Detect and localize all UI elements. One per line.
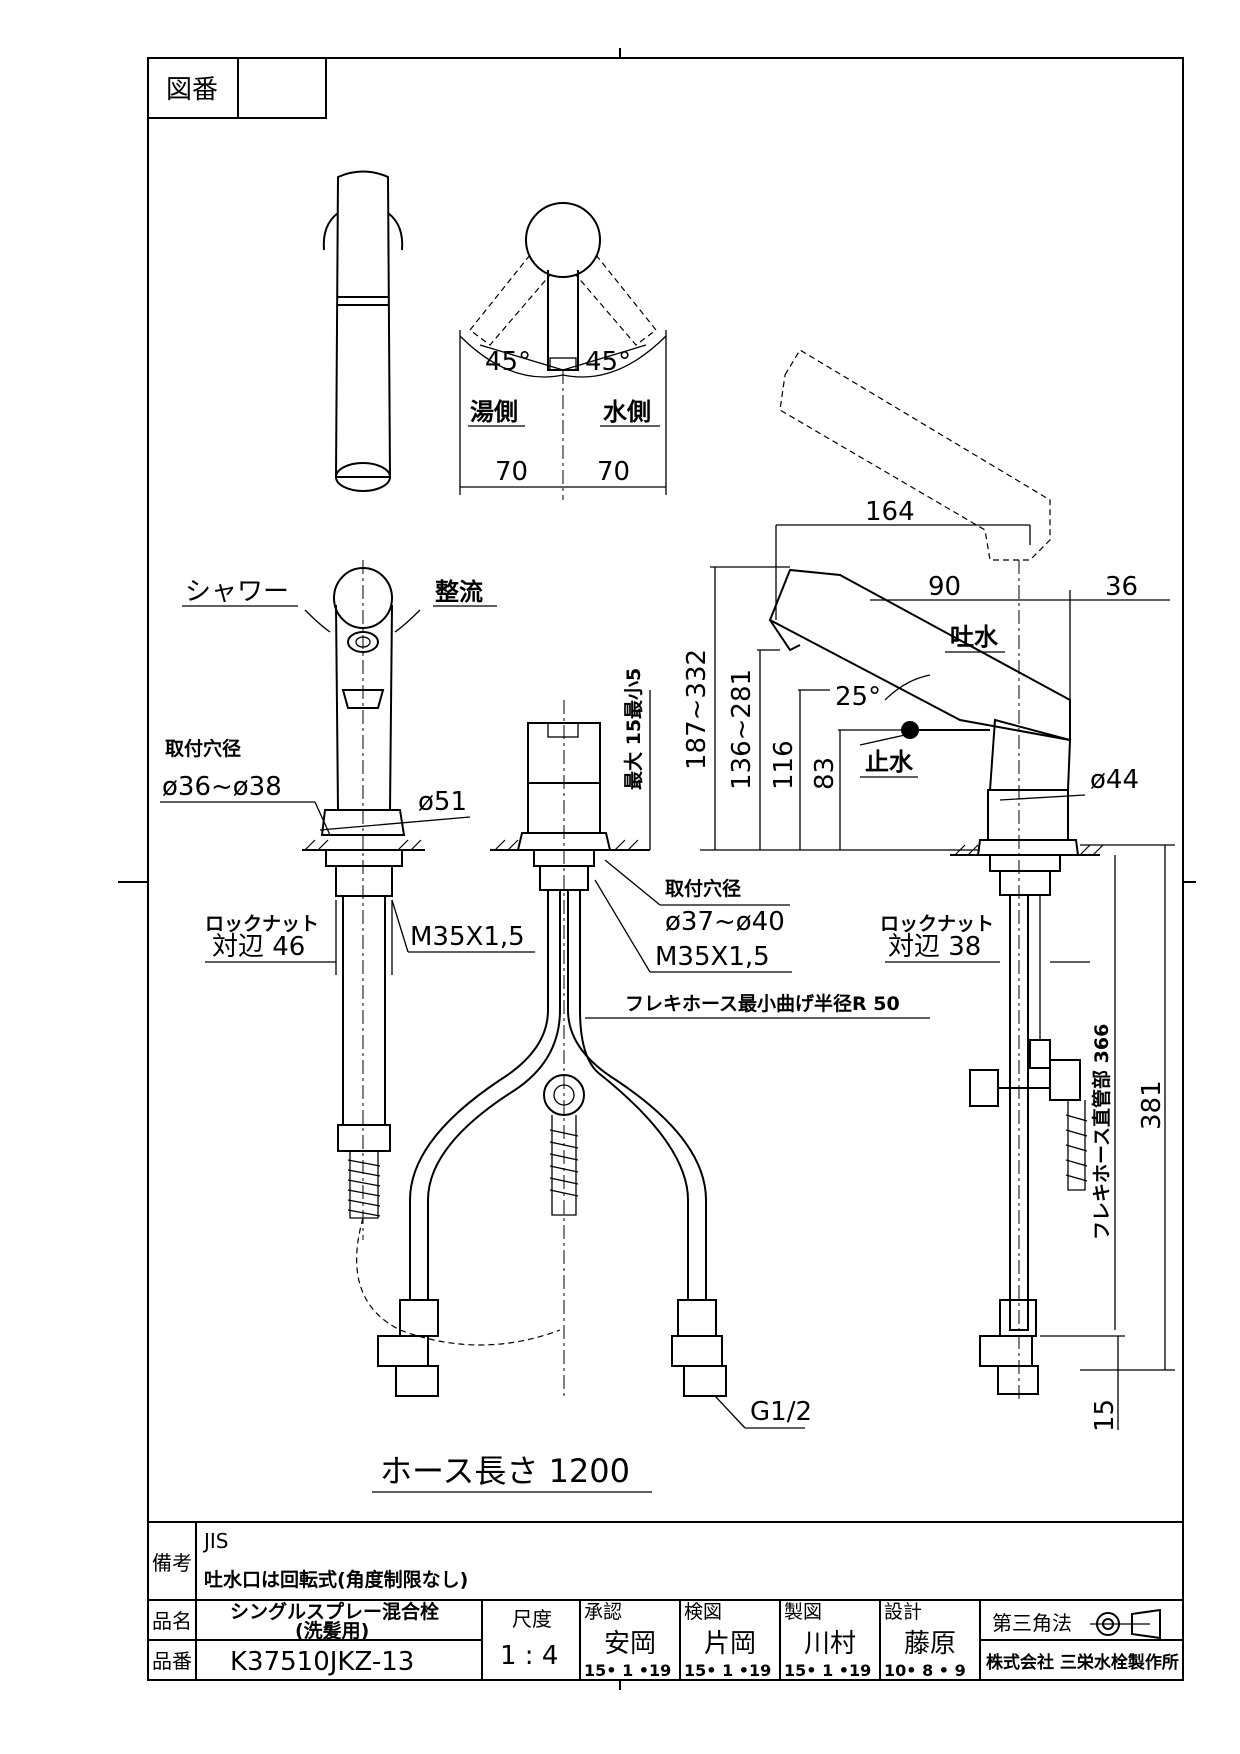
dim-164: 164 [865,497,915,527]
dim-187-332: 187~332 [682,649,712,770]
design-label: 設計 [884,1601,922,1623]
mount-hole-label: 取付穴径 [165,737,241,760]
zuban-label: 図番 [166,75,218,105]
side-view: 164 90 36 187~332 136~281 116 83 吐水 25° … [682,349,1175,1432]
approve-label: 承認 [584,1601,622,1623]
dim-36: 36 [1105,572,1138,602]
approve-date: 15• 1 •19 [584,1661,671,1680]
scale-label: 尺度 [512,1607,552,1631]
dim-83: 83 [810,757,840,790]
dim-90: 90 [928,572,961,602]
dim-left-70: 70 [495,457,528,487]
thread-center: M35X1,5 [655,942,770,972]
outlet-label: 吐水 [950,623,999,651]
handle-rotation-view: 45° 45° 湯側 水側 70 70 [459,202,667,500]
product-name-label: 品名 [152,1609,192,1633]
design-date: 10• 8 • 9 [884,1661,966,1680]
dim-15: 15 [1090,1399,1120,1432]
projection-label: 第三角法 [992,1611,1072,1635]
check-name: 片岡 [704,1629,756,1659]
dim-116: 116 [769,740,799,790]
notes-block: 備考 JIS 吐水口は回転式(角度制限なし) [148,1521,1183,1680]
dia-44: ø44 [1090,765,1139,795]
body-diameter: ø51 [418,787,467,817]
hot-side-label: 湯側 [470,398,518,426]
mount-hole-range-center: ø37~ø40 [665,907,785,937]
shower-label: シャワー [185,577,289,607]
drawn-name: 川村 [804,1629,856,1659]
design-name: 藤原 [904,1629,956,1659]
angle-right: 45° [585,347,631,377]
mount-hole-label-center: 取付穴径 [665,877,741,900]
dim-right-70: 70 [597,457,630,487]
product-name-line1: シングルスプレー混合栓 [230,1600,439,1623]
dim-136-281: 136~281 [727,669,757,790]
locknut-label-side: ロックナット [880,913,994,935]
notes-line1: JIS [202,1529,229,1553]
angle-25: 25° [835,682,881,712]
notes-label: 備考 [152,1551,192,1575]
flex-straight-length: フレキホース直管部 366 [1090,1024,1113,1240]
notes-line2: 吐水口は回転式(角度制限なし) [204,1568,468,1591]
angle-left: 45° [485,347,531,377]
check-date: 15• 1 •19 [684,1661,771,1680]
locknut-size-side: 対辺 38 [888,932,981,962]
approve-name: 安岡 [604,1629,656,1659]
laminar-label: 整流 [435,578,483,606]
title-block: 品名 シングルスプレー混合栓 (洗髪用) 品番 K37510JKZ-13 尺度 … [148,1600,1183,1680]
drawing-frame: 図番 [118,48,1196,1690]
check-label: 検図 [684,1601,722,1623]
dim-381: 381 [1137,1080,1167,1130]
locknut-size: 対辺 46 [212,932,305,962]
cold-side-label: 水側 [603,398,651,426]
locknut-label: ロックナット [205,913,319,935]
drawn-date: 15• 1 •19 [784,1661,871,1680]
hose-length-note: ホース長さ 1200 [372,1452,652,1493]
product-name-line2: (洗髪用) [295,1619,369,1642]
hose-length: ホース長さ 1200 [380,1452,630,1490]
company-name: 株式会社 三栄水栓製作所 [986,1652,1179,1673]
stop-label: 止水 [865,748,914,776]
thread-left: M35X1,5 [410,922,525,952]
third-angle-projection-icon [1090,1608,1161,1640]
connection-thread: G1/2 [750,1397,812,1427]
upper-side-view [322,170,404,492]
drawn-label: 製図 [784,1601,822,1623]
product-no-label: 品番 [152,1649,192,1673]
scale-value: 1 : 4 [500,1641,558,1671]
center-view: 最大 15最小5 取付穴径 ø37~ø40 M35X1,5 フレキホース最小曲げ… [377,668,930,1429]
mount-hole-range: ø36~ø38 [162,772,282,802]
front-view: シャワー 整流 取付穴径 ø36~ø38 ø51 [160,560,561,1346]
flex-bend-radius: フレキホース最小曲げ半径R 50 [625,992,900,1015]
product-no: K37510JKZ-13 [230,1647,414,1677]
max-thickness: 最大 15最小5 [622,668,645,790]
